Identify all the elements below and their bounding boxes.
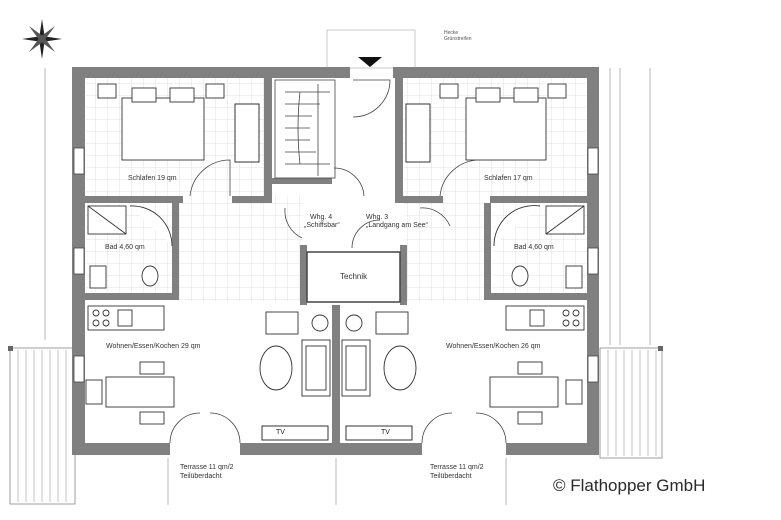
entrance-door	[352, 79, 391, 118]
right-terrace-label: Terrasse 11 qm/2	[430, 464, 484, 471]
site-lines	[44, 68, 651, 345]
right-terrace-deck	[599, 346, 663, 459]
right-bathroom	[493, 205, 585, 289]
left-tv-unit	[261, 425, 329, 441]
left-living-label: Wohnen/Essen/Kochen 29 qm	[106, 343, 201, 350]
apartment3-name: „Landgang am See“	[366, 222, 428, 229]
right-kitchen	[505, 305, 585, 331]
bedroom-doors	[189, 159, 481, 197]
right-tv-unit	[345, 425, 413, 441]
windows	[73, 147, 599, 383]
apartment-doors	[284, 207, 451, 249]
right-bath-label: Bad 4,60 qm	[514, 244, 554, 251]
right-living-label: Wohnen/Essen/Kochen 26 qm	[446, 343, 541, 350]
terrace-doors	[169, 412, 507, 444]
right-terrace-note: Teilüberdacht	[430, 473, 472, 480]
apartment4-name: „Schiffsbar“	[304, 222, 340, 229]
left-wardrobe	[234, 103, 260, 163]
compass-icon	[22, 19, 62, 59]
apartment3-label: Whg. 3	[366, 214, 389, 221]
hedge-label-2: Grünstreifen	[444, 36, 472, 42]
left-bed	[97, 83, 225, 161]
staircase	[274, 79, 336, 179]
copyright-text: © Flathopper GmbH	[553, 476, 706, 495]
terrace-divider	[167, 458, 507, 505]
left-kitchen	[87, 305, 165, 331]
right-bed	[439, 83, 567, 161]
left-terrace-deck	[8, 346, 76, 505]
left-bedroom-label: Schlafen 19 qm	[128, 175, 177, 182]
apartment4-label: Whg. 4	[310, 214, 333, 221]
hedge-area	[326, 29, 416, 69]
right-tv-label: TV	[381, 429, 390, 436]
right-living-furniture	[341, 311, 583, 425]
technik-room	[306, 251, 401, 303]
left-living-furniture	[85, 311, 331, 425]
technik-label: Technik	[340, 272, 368, 281]
left-bathroom	[87, 205, 173, 289]
left-terrace-note: Teilüberdacht	[180, 473, 222, 480]
left-terrace-label: Terrasse 11 qm/2	[180, 464, 234, 471]
entrance-arrow-icon	[358, 57, 382, 67]
interior-walls	[85, 78, 587, 445]
left-bath-label: Bad 4,60 qm	[105, 244, 145, 251]
hedge-label: Hecke	[444, 30, 459, 36]
right-wardrobe	[405, 103, 431, 163]
right-bedroom-label: Schlafen 17 qm	[484, 175, 533, 182]
left-tv-label: TV	[276, 429, 285, 436]
